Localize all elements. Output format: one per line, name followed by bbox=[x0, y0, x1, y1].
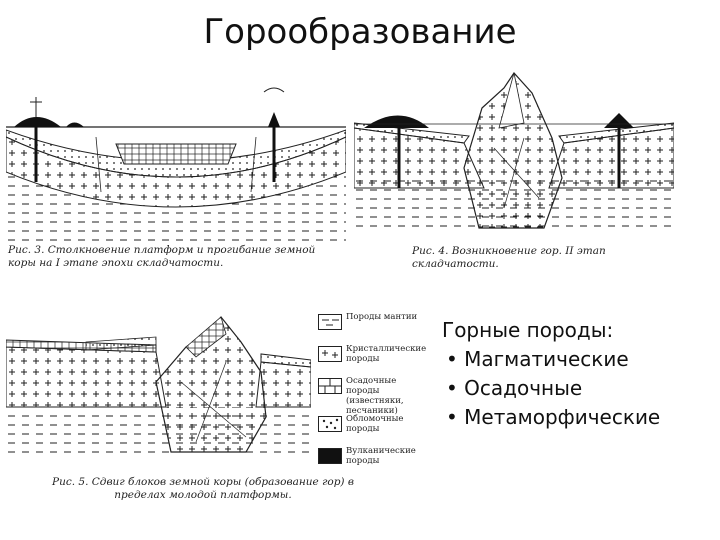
figure-3-caption: Рис. 3. Столкновение платформ и прогибан… bbox=[8, 244, 328, 270]
figure-4-diagram bbox=[354, 68, 674, 238]
figure-5-diagram bbox=[6, 312, 311, 462]
figure-5-caption: Рис. 5. Сдвиг блоков земной коры (образо… bbox=[48, 476, 358, 502]
legend-item-crystalline: Кристаллические породы bbox=[318, 344, 423, 376]
legend-label: Породы мантии bbox=[346, 312, 417, 322]
legend-label: Осадочные породы (известняки, песчаники) bbox=[346, 376, 423, 416]
list-item: • Метаморфические bbox=[442, 403, 660, 432]
rocks-list: Горные породы: • Магматические • Осадочн… bbox=[442, 316, 660, 432]
legend-label: Вулканические породы bbox=[346, 446, 423, 466]
legend-label: Кристаллические породы bbox=[346, 344, 426, 364]
dashes-icon bbox=[318, 314, 342, 330]
list-item: • Осадочные bbox=[442, 374, 660, 403]
legend-item-sedimentary: Осадочные породы (известняки, песчаники) bbox=[318, 376, 423, 414]
figure-4-caption: Рис. 4. Возникновение гор. II этап склад… bbox=[412, 245, 672, 271]
crosses-icon bbox=[318, 346, 342, 362]
slide-title: Горообразование bbox=[0, 12, 720, 52]
legend-item-volcanic: Вулканические породы bbox=[318, 446, 423, 478]
bricks-icon bbox=[318, 378, 342, 394]
legend-label: Обломочные породы bbox=[346, 414, 423, 434]
figure-3-diagram bbox=[6, 82, 346, 242]
list-item: • Магматические bbox=[442, 345, 660, 374]
legend-item-mantle: Породы мантии bbox=[318, 312, 423, 344]
dots-icon bbox=[318, 416, 342, 432]
legend-item-clastic: Обломочные породы bbox=[318, 414, 423, 446]
solid-black-icon bbox=[318, 448, 342, 464]
rocks-heading: Горные породы: bbox=[442, 316, 660, 345]
rock-legend: Породы мантии Кристаллические породы Оса… bbox=[318, 312, 423, 478]
